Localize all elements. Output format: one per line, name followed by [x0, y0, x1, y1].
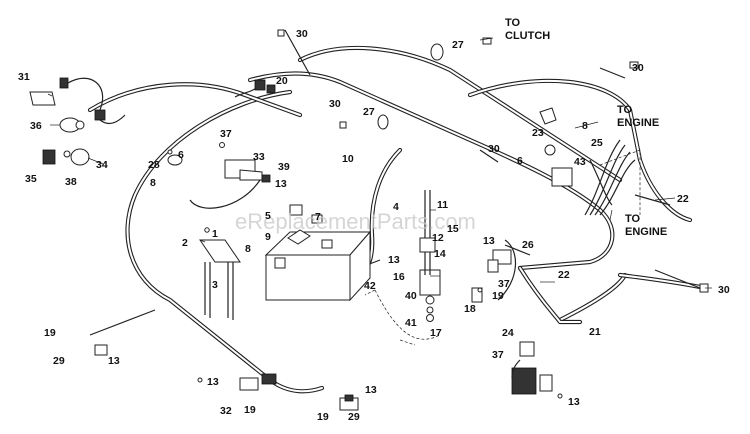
part-number: 37: [492, 349, 504, 361]
solenoid-bracket: [419, 190, 441, 322]
part-number: 30: [296, 28, 308, 40]
components: [29, 29, 709, 411]
part-number: 36: [30, 120, 42, 132]
part-number: 33: [253, 151, 265, 163]
part-number: 20: [276, 75, 288, 87]
battery-bracket: [199, 227, 241, 320]
part-number: 19: [44, 327, 56, 339]
part-number: 37: [220, 128, 232, 140]
callout-to-clutch-line1: TO: [505, 17, 521, 29]
part-number: 1: [212, 228, 218, 240]
part-number: 16: [393, 271, 405, 283]
part-number: 14: [434, 248, 446, 260]
part-number: 13: [108, 355, 120, 367]
engine-wire-bundle: [364, 139, 641, 346]
part-number: 27: [363, 106, 375, 118]
part-number: 19: [317, 411, 329, 423]
main-harness: [87, 45, 708, 394]
part-number: 13: [388, 254, 400, 266]
part-number: 17: [430, 327, 442, 339]
callout-to-engine-bottom-line2: ENGINE: [625, 226, 667, 238]
part-number: 9: [265, 231, 271, 243]
part-number: 13: [365, 384, 377, 396]
part-number: 43: [574, 156, 586, 168]
battery: [264, 229, 372, 302]
part-number: 8: [582, 120, 588, 132]
part-number: 30: [632, 62, 644, 74]
part-number: 8: [150, 177, 156, 189]
part-number: 24: [502, 327, 514, 339]
part-number: 35: [25, 173, 37, 185]
part-number: 25: [591, 137, 603, 149]
callout-to-engine-top-line1: TO: [617, 104, 633, 116]
part-number: 30: [329, 98, 341, 110]
part-number: 40: [405, 290, 417, 302]
part-number: 22: [558, 269, 570, 281]
part-number: 15: [447, 223, 459, 235]
callout-to-engine-top-line2: ENGINE: [617, 117, 659, 129]
part-number: 34: [96, 159, 108, 171]
part-number: 26: [522, 239, 534, 251]
part-number: 8: [245, 243, 251, 255]
callout-to-engine-bottom-line1: TO: [625, 213, 641, 225]
callout-to-clutch-line2: CLUTCH: [505, 30, 550, 42]
part-number: 11: [437, 199, 448, 211]
part-number: 2: [182, 237, 188, 249]
part-numbers: 30 27 30 31 20 36 30 27 8 23 25 37 33 10…: [18, 28, 730, 423]
part-number: 30: [488, 143, 500, 155]
part-number: 18: [464, 303, 476, 315]
part-number: 13: [207, 376, 219, 388]
part-number: 29: [348, 411, 360, 423]
part-number: 6: [178, 149, 184, 161]
part-number: 13: [275, 178, 287, 190]
part-number: 37: [498, 278, 510, 290]
part-number: 38: [65, 176, 77, 188]
part-number: 31: [18, 71, 30, 83]
part-number: 29: [53, 355, 65, 367]
part-number: 3: [212, 279, 218, 291]
part-number: 19: [492, 290, 504, 302]
part-number: 21: [589, 326, 601, 338]
part-number: 7: [315, 211, 321, 223]
part-number: 23: [532, 127, 544, 139]
part-number: 5: [265, 210, 271, 222]
part-number: 39: [278, 161, 290, 173]
part-number: 13: [568, 396, 580, 408]
part-number: 13: [483, 235, 495, 247]
part-number: 4: [393, 201, 399, 213]
leader-lines: [47, 37, 712, 289]
part-number: 6: [517, 155, 523, 167]
part-number: 22: [677, 193, 689, 205]
part-number: 42: [364, 280, 376, 292]
part-number: 32: [220, 405, 232, 417]
part-number: 30: [718, 284, 730, 296]
part-number: 10: [342, 153, 354, 165]
part-number: 19: [244, 404, 256, 416]
part-number: 27: [452, 39, 464, 51]
watermark: eReplacementParts.com: [235, 209, 476, 234]
part-number: 12: [432, 232, 444, 244]
part-number: 28: [148, 159, 160, 171]
part-number: 41: [405, 317, 417, 329]
